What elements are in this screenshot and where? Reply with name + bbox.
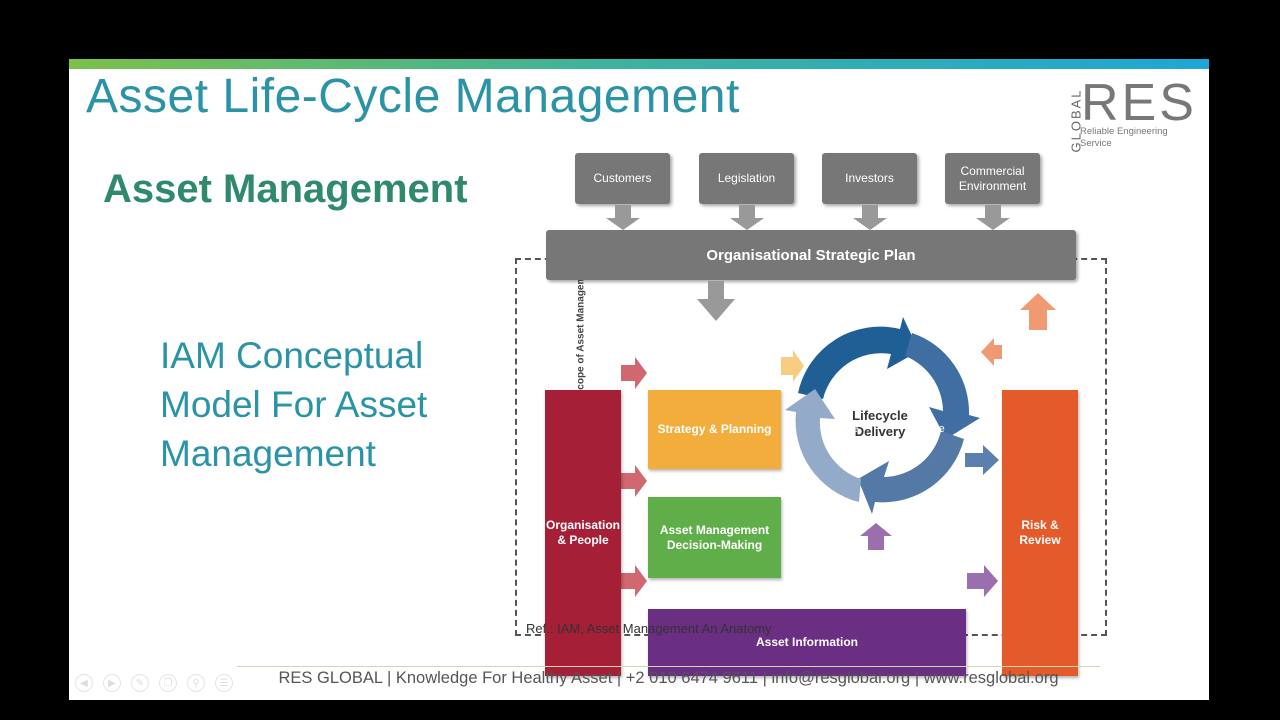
stakeholder-arrows <box>606 205 1010 321</box>
strategic-plan-box: Organisational Strategic Plan <box>546 230 1076 280</box>
footer-divider <box>237 666 1100 667</box>
lifecycle-delivery-label: Lifecycle Delivery <box>852 408 908 439</box>
menu-icon[interactable]: ☰ <box>215 674 233 692</box>
commercial-environment-box: Commercial Environment <box>945 153 1040 204</box>
investors-box: Investors <box>822 153 917 204</box>
maintain-label: Maintain <box>906 522 948 534</box>
risk-review-box: Risk & Review <box>1002 390 1078 676</box>
dispose-label: Dispose <box>814 522 854 534</box>
decision-making-box: Asset Management Decision-Making <box>648 497 781 578</box>
acquire-label: Acquire <box>821 423 859 435</box>
slideshow-controls: ◀ ▶ ✎ ❐ ⚲ ☰ <box>75 674 233 692</box>
zoom-icon[interactable]: ⚲ <box>187 674 205 692</box>
slide-title: Asset Life-Cycle Management <box>86 70 740 123</box>
copy-icon[interactable]: ❐ <box>159 674 177 692</box>
concept-text: IAM Conceptual Model For Asset Managemen… <box>160 335 428 474</box>
lifecycle-ring <box>785 317 980 514</box>
reference-text: Ref.: IAM, Asset Management An Anatomy <box>526 621 772 636</box>
footer-text: RES GLOBAL | Knowledge For Healthy Asset… <box>278 669 1059 687</box>
res-global-logo: GLOBAL RES Reliable Engineering Service <box>1064 74 1197 157</box>
customers-box: Customers <box>575 153 670 204</box>
iam-model-diagram: Scope of Asset Management Customers Legi… <box>509 147 1119 676</box>
legislation-box: Legislation <box>699 153 794 204</box>
operate-label: Operate <box>905 423 945 435</box>
slide: Asset Life-Cycle Management GLOBAL RES R… <box>69 59 1209 700</box>
asset-information-box: Asset Information <box>648 609 966 676</box>
organisation-people-box: Organisation & People <box>545 390 621 676</box>
logo-tagline: Reliable Engineering Service <box>1080 126 1168 149</box>
pen-icon[interactable]: ✎ <box>131 674 149 692</box>
nav-forward-icon[interactable]: ▶ <box>103 674 121 692</box>
strategy-planning-box: Strategy & Planning <box>648 390 781 469</box>
nav-back-icon[interactable]: ◀ <box>75 674 93 692</box>
section-heading: Asset Management <box>103 167 468 211</box>
top-gradient-bar <box>69 59 1209 69</box>
logo-res-text: RES <box>1081 74 1197 132</box>
